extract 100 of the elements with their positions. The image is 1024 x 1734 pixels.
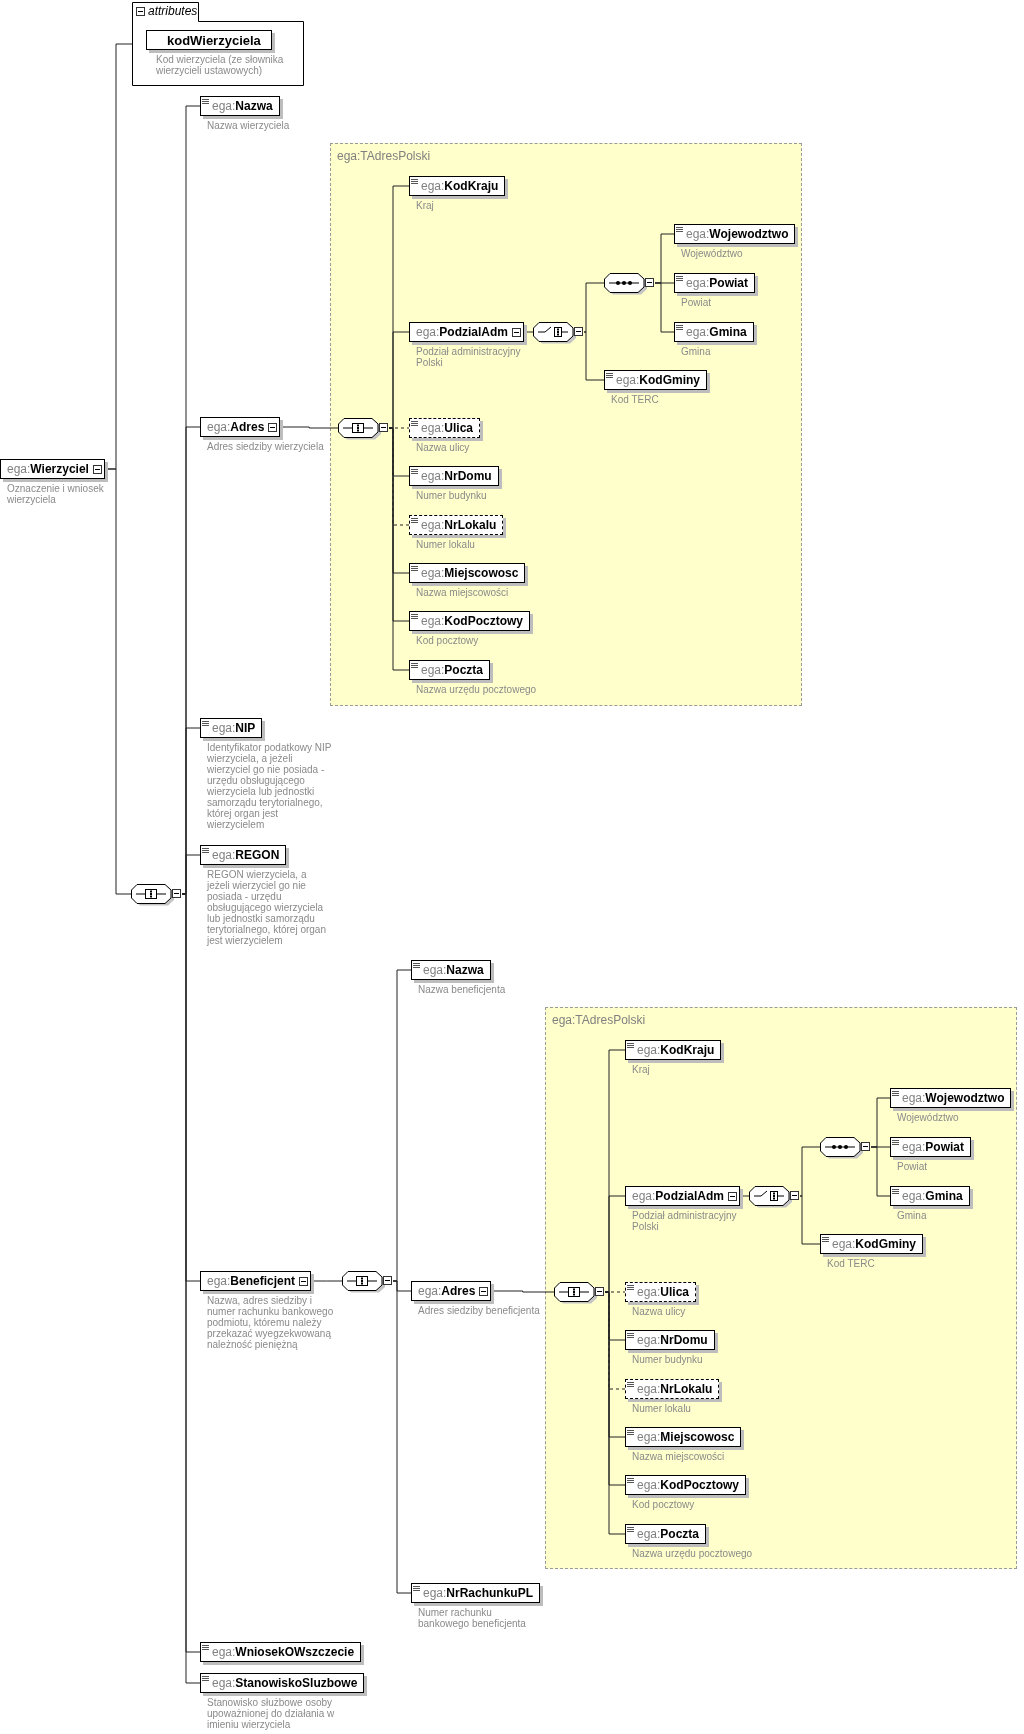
description-text: Województwo [681, 248, 743, 259]
element-box [890, 1186, 970, 1206]
element-box [0, 459, 105, 479]
description-text: Województwo [897, 1112, 959, 1123]
element-name: ega:Miejscowosc [421, 566, 519, 580]
description-text: Numer budynku [632, 1354, 703, 1365]
element-name: ega:Gmina [686, 325, 747, 339]
element-name: ega:Wojewodztwo [686, 227, 789, 241]
element-name: kodWierzyciela [167, 32, 261, 48]
description-text: Powiat [897, 1161, 927, 1172]
element-name: ega:Adres [418, 1284, 476, 1298]
connector-line [870, 1146, 891, 1197]
element-name: ega:NrRachunkuPL [423, 1586, 534, 1600]
element-box [200, 718, 263, 738]
description-text: Numer rachunku bankowego beneficjenta [418, 1607, 527, 1629]
description-text: Nazwa urzędu pocztowego [416, 684, 537, 695]
group-title: ega:TAdresPolski [337, 149, 431, 163]
compositor-symbol [131, 884, 182, 906]
element-name: ega:Powiat [686, 276, 749, 290]
element-name: ega:Miejscowosc [637, 1430, 735, 1444]
element-name: ega:NrLokalu [421, 518, 497, 532]
element-box [409, 176, 506, 196]
element-name: ega:KodGminy [832, 1237, 917, 1251]
element-name: ega:NIP [212, 721, 256, 735]
description-text: Nazwa ulicy [416, 442, 470, 453]
description-text: Nazwa beneficjenta [418, 984, 506, 995]
element-box [409, 322, 525, 342]
element-name: ega:Wierzyciel [7, 462, 89, 476]
element-box [625, 1330, 715, 1350]
element-box [200, 1271, 312, 1291]
connector-line [799, 1195, 821, 1245]
description-text: Kod pocztowy [416, 635, 479, 646]
element-box [625, 1427, 742, 1447]
element-box [674, 224, 796, 244]
description-text: Podział administracyjny Polski [416, 346, 522, 368]
description-text: REGON wierzyciela, a jeżeli wierzyciel go nie posiada - urzędu obsługującego wierzyciela lub jednostki samorządu terytorialnego, której organ jest wierzycielem [207, 869, 327, 946]
description-text: Kraj [632, 1064, 650, 1075]
element-name: ega:Adres [207, 420, 265, 434]
compositor-symbol [338, 418, 389, 440]
description-text: Nazwa urzędu pocztowego [632, 1548, 753, 1559]
element-name: ega:KodKraju [637, 1043, 715, 1057]
connector-line [583, 282, 605, 333]
element-box [625, 1040, 722, 1060]
connector-line [604, 1291, 626, 1535]
element-name: ega:REGON [212, 848, 280, 862]
compositor-symbol [820, 1137, 871, 1159]
element-box [200, 1673, 365, 1693]
element-name: ega:Poczta [637, 1527, 700, 1541]
element-box [411, 1281, 492, 1301]
element-name: ega:StanowiskoSluzbowe [212, 1676, 358, 1690]
description-text: Nazwa wierzyciela [207, 120, 290, 131]
element-box [409, 660, 491, 680]
element-name: ega:Wojewodztwo [902, 1091, 1005, 1105]
description-text: Stanowisko służbowe osoby upoważnionej do działania w imieniu wierzyciela [207, 1697, 336, 1730]
description-text: Nazwa ulicy [632, 1306, 686, 1317]
description-text: Kraj [416, 200, 434, 211]
element-name: ega:Nazwa [423, 963, 484, 977]
description-text: Adres siedziby wierzyciela [207, 441, 324, 452]
description-text: Kod TERC [827, 1258, 875, 1269]
compositor-symbol [342, 1271, 393, 1293]
element-name: ega:Beneficjent [207, 1274, 296, 1288]
description-text: Oznaczenie i wniosek wierzyciela [7, 483, 105, 505]
attributes-panel [132, 2, 304, 86]
description-text: Gmina [897, 1210, 927, 1221]
element-box [409, 466, 499, 486]
element-name: ega:Powiat [902, 1140, 965, 1154]
description-text: Kod wierzyciela (ze słownika wierzycieli ustawowych) [156, 54, 285, 76]
element-box [820, 1234, 924, 1254]
element-box [604, 370, 708, 390]
description-text: Nazwa miejscowości [416, 587, 509, 598]
element-box [674, 273, 756, 293]
element-box [200, 417, 281, 437]
element-name: ega:Ulica [421, 421, 474, 435]
element-name: ega:NrDomu [421, 469, 492, 483]
panel-title: attributes [148, 4, 198, 18]
element-name: ega:NrDomu [637, 1333, 708, 1347]
element-box [409, 418, 481, 438]
compositor-symbol [533, 322, 584, 344]
connector-line [654, 282, 675, 333]
description-text: Nazwa, adres siedziby i numer rachunku bankowego podmiotu, któremu należy przekazać wyegzekwowaną należność pieniężną [207, 1295, 335, 1350]
type-group-panel [330, 143, 802, 706]
element-box [146, 30, 272, 50]
element-box [625, 1379, 720, 1399]
element-name: ega:NrLokalu [637, 1382, 713, 1396]
element-box [200, 1642, 362, 1662]
element-name: ega:KodKraju [421, 179, 499, 193]
element-name: ega:KodPocztowy [421, 614, 524, 628]
connector-line [392, 1280, 412, 1594]
compositor-symbol [749, 1186, 800, 1208]
element-box [411, 1583, 541, 1603]
compositor-symbol [554, 1282, 605, 1304]
description-text: Kod pocztowy [632, 1499, 695, 1510]
element-box [411, 960, 491, 980]
description-text: Adres siedziby beneficjenta [418, 1305, 540, 1316]
element-name: ega:PodzialAdm [416, 325, 509, 339]
description-text: Numer lokalu [416, 539, 475, 550]
element-box [625, 1475, 747, 1495]
connector-line [799, 1146, 821, 1197]
element-box [409, 611, 531, 631]
element-box [890, 1088, 1012, 1108]
